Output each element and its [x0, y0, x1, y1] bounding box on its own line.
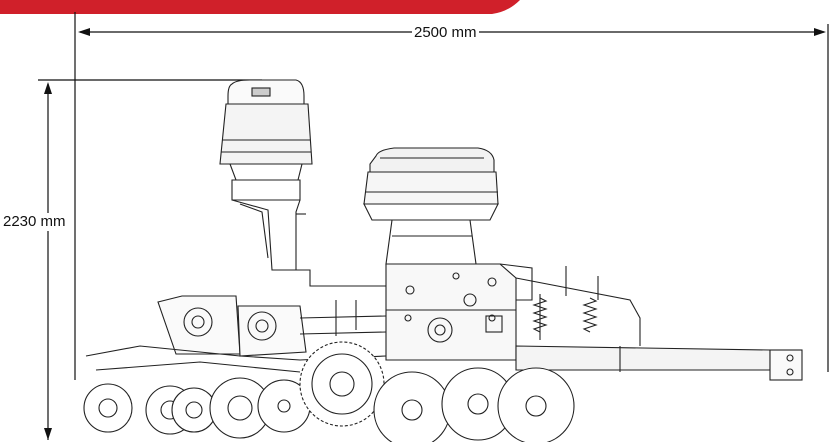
width-dimension-label: 2500 mm — [412, 24, 479, 42]
hitch-assembly — [515, 266, 803, 381]
front-hopper — [363, 147, 499, 265]
rear-hopper — [219, 79, 391, 287]
wheels — [83, 341, 575, 442]
planter-drawing — [83, 79, 803, 442]
main-frame — [385, 263, 533, 361]
height-dimension — [38, 79, 262, 440]
row-units — [85, 295, 387, 373]
height-dimension-label: 2230 mm — [1, 213, 68, 231]
header-banner — [0, 0, 520, 14]
